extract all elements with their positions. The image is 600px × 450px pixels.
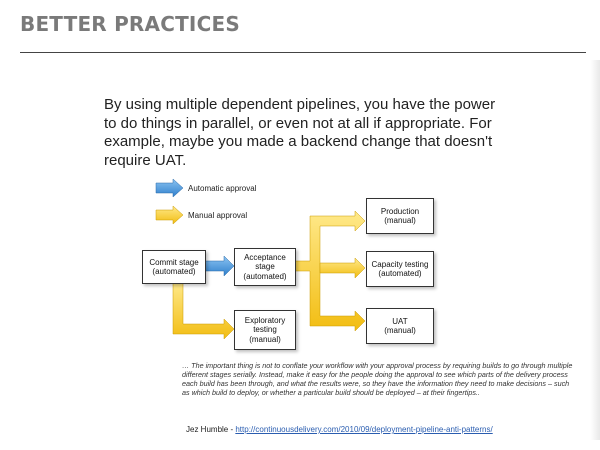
arrow-acceptance-to-trunk xyxy=(293,210,366,332)
stage-uat-line2: (manual) xyxy=(384,326,416,335)
stage-production-line1: Production xyxy=(380,206,420,216)
stage-capacity: Capacity testing (automated) xyxy=(366,251,434,287)
arrow-commit-to-acceptance xyxy=(203,255,235,277)
legend-automatic-label: Automatic approval xyxy=(188,184,257,193)
arrow-trunk-to-capacity xyxy=(319,257,366,279)
stage-capacity-line2: (automated) xyxy=(378,269,422,278)
viewer-scrollbar[interactable] xyxy=(590,60,600,440)
stage-acceptance-line3: (automated) xyxy=(243,271,287,281)
pipeline-arrows xyxy=(155,178,366,340)
pipeline-diagram: Automatic approval Manual approval Commi… xyxy=(140,176,445,356)
intro-paragraph: By using multiple dependent pipelines, y… xyxy=(104,96,496,169)
stage-exploratory: Exploratory testing (manual) xyxy=(234,310,296,350)
stage-uat-line1: UAT xyxy=(392,316,408,326)
stage-exploratory-line2: testing xyxy=(253,325,277,335)
stage-exploratory-line1: Exploratory xyxy=(244,315,286,325)
quote-attribution: Jez Humble - http://continuousdelivery.c… xyxy=(186,425,493,434)
stage-commit-line1: Commit stage xyxy=(149,257,199,267)
quote-source-link[interactable]: http://continuousdelivery.com/2010/09/de… xyxy=(235,425,493,434)
stage-production: Production (manual) xyxy=(366,198,434,234)
legend-automatic-arrow-icon xyxy=(155,178,184,198)
stage-production-line2: (manual) xyxy=(384,216,416,225)
stage-acceptance-line1: Acceptance xyxy=(244,252,286,262)
stage-commit: Commit stage (automated) xyxy=(142,250,206,284)
stage-uat: UAT (manual) xyxy=(366,308,434,344)
legend-manual-label: Manual approval xyxy=(188,211,248,220)
stage-exploratory-line3: (manual) xyxy=(249,334,281,344)
title-divider xyxy=(20,52,586,53)
quote-author: Jez Humble - xyxy=(186,425,236,434)
stage-capacity-line1: Capacity testing xyxy=(371,259,429,269)
arrow-commit-to-exploratory xyxy=(172,281,235,340)
stage-acceptance-line2: stage xyxy=(255,262,275,272)
slide-title: BETTER PRACTICES xyxy=(20,12,240,36)
legend-manual-arrow-icon xyxy=(155,205,184,225)
stage-commit-line2: (automated) xyxy=(152,267,196,276)
quote-text: … The important thing is not to conflate… xyxy=(182,361,573,397)
stage-acceptance: Acceptance stage (automated) xyxy=(234,248,296,286)
